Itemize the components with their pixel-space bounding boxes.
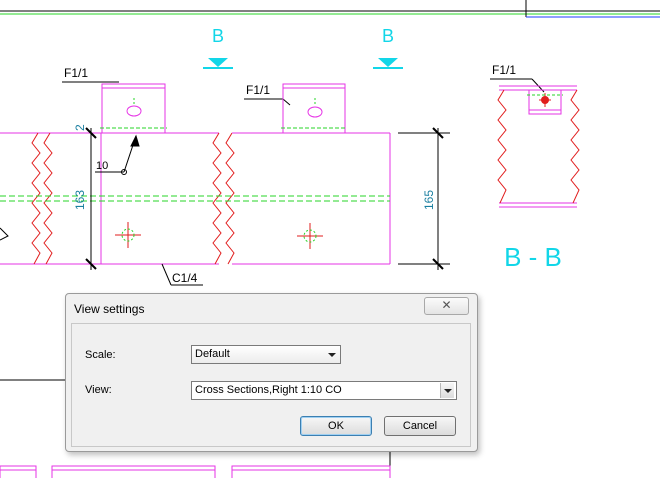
dimension-left: 163 2 <box>73 124 97 270</box>
svg-text:2: 2 <box>73 124 87 131</box>
chevron-down-icon <box>440 383 454 398</box>
dimension-right: 165 <box>398 127 450 270</box>
view-dropdown[interactable]: Cross Sections,Right 1:10 CO <box>191 381 457 400</box>
scale-value: Default <box>195 348 230 360</box>
section-title: B - B <box>504 242 562 272</box>
svg-text:163: 163 <box>73 190 87 210</box>
scale-label: Scale: <box>85 349 116 361</box>
dialog-title: View settings <box>74 302 145 316</box>
svg-text:165: 165 <box>422 190 436 210</box>
close-icon: ✕ <box>441 298 452 312</box>
svg-text:B: B <box>212 26 224 46</box>
svg-text:F1/1: F1/1 <box>246 83 270 97</box>
view-value: Cross Sections,Right 1:10 CO <box>195 384 342 396</box>
weld-annotation: 10 C1/4 <box>95 134 203 286</box>
chevron-down-icon <box>325 347 338 362</box>
svg-text:F1/1: F1/1 <box>492 63 516 77</box>
bolt-marker-right <box>297 223 323 249</box>
svg-text:F1/1: F1/1 <box>64 66 88 80</box>
section-mark-right: B <box>373 26 403 69</box>
plate-label-left: F1/1 <box>62 66 119 83</box>
section-bb-view: B - B <box>497 85 580 272</box>
plate-left <box>100 83 167 134</box>
plate-label-mid: F1/1 <box>244 83 291 106</box>
svg-text:B: B <box>382 26 394 46</box>
dialog-body: Scale: Default View: Cross Sections,Righ… <box>71 323 471 447</box>
beam-section-center <box>0 132 391 265</box>
section-mark-left: B <box>203 26 233 69</box>
plate-mid <box>281 83 347 134</box>
close-button[interactable]: ✕ <box>424 297 469 315</box>
cancel-button[interactable]: Cancel <box>384 416 456 436</box>
sheet-frame <box>0 0 660 18</box>
plate-label-right: F1/1 <box>490 63 545 93</box>
view-settings-dialog: View settings ✕ Scale: Default View: Cro… <box>65 293 478 452</box>
svg-text:10: 10 <box>96 160 108 172</box>
scale-dropdown[interactable]: Default <box>191 345 341 364</box>
ok-button[interactable]: OK <box>300 416 372 436</box>
beam-section-left <box>0 132 90 265</box>
lower-structure <box>0 379 391 478</box>
svg-text:C1/4: C1/4 <box>172 271 198 285</box>
view-label: View: <box>85 384 112 396</box>
bolt-marker-left <box>115 222 141 248</box>
